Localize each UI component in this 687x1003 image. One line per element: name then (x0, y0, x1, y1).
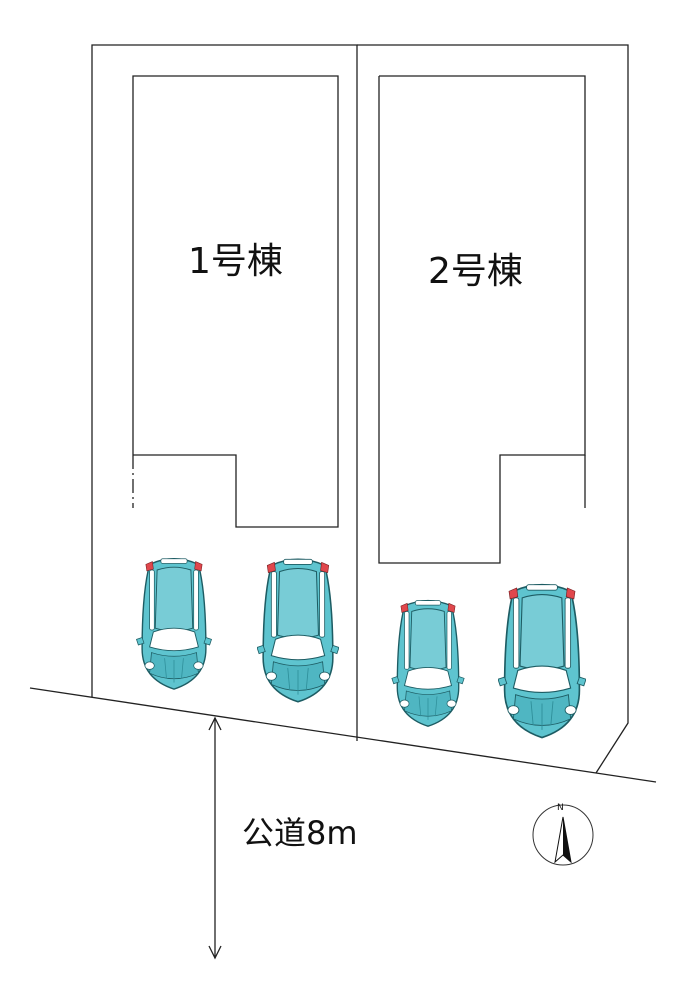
lot-2-boundary (357, 44, 629, 774)
compass-icon (532, 804, 594, 866)
car-1 (135, 557, 213, 690)
car-2 (257, 558, 339, 703)
road-width-arrow (208, 716, 222, 960)
building-2-label: 2号棟 (428, 251, 523, 292)
building-1-footprint (132, 75, 339, 528)
lot-1-boundary (91, 44, 358, 741)
road-label: 公道8m (242, 814, 358, 852)
car-3 (391, 599, 465, 727)
building-2-footprint (378, 75, 586, 564)
building-1-label: 1号棟 (188, 241, 283, 282)
compass-north-label: N (557, 803, 564, 813)
road-edge (29, 687, 657, 783)
car-4 (498, 583, 586, 739)
